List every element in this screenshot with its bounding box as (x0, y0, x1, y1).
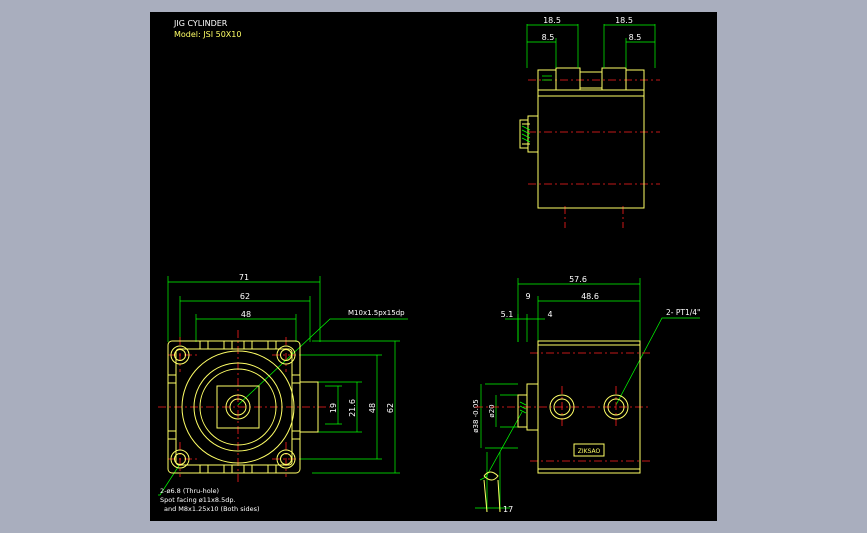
dim-4: 4 (547, 310, 552, 319)
dim-height-21-6: 21.6 (348, 399, 357, 417)
dim-overall-length: 57.6 (569, 275, 587, 284)
dim-overall-width: 71 (239, 273, 249, 282)
note-hole-3: and M8x1.25x10 (Both sides) (164, 505, 260, 513)
dim-top-left-total: 18.5 (543, 16, 561, 25)
note-rod-thread: M10x1.5px15dp (348, 309, 405, 317)
dim-top-right-total: 18.5 (615, 16, 633, 25)
dim-rod-dia: ø20 (488, 404, 496, 417)
top-view: 18.5 18.5 8.5 8.5 (519, 16, 660, 228)
note-hole-2: Spot facing ø11x8.5dp. (160, 496, 236, 504)
dim-spigot-dia: ø38 -0.05 (472, 399, 480, 433)
note-port: 2- PT1/4" (666, 308, 701, 317)
dim-top-left-inner: 8.5 (542, 33, 555, 42)
cad-drawing: JIG CYLINDER Model: JSI 50X10 (158, 16, 701, 514)
drawing-sheet: JIG CYLINDER Model: JSI 50X10 (150, 12, 717, 521)
dim-height-62: 62 (386, 403, 395, 413)
dim-5-1: 5.1 (501, 310, 514, 319)
dim-height-19: 19 (329, 403, 338, 413)
dim-inner-width: 48 (241, 310, 251, 319)
note-hole-1: 2-ø6.8 (Thru-hole) (160, 487, 219, 495)
dim-height-48: 48 (368, 403, 377, 413)
drawing-title: JIG CYLINDER (173, 19, 228, 28)
front-view: 71 62 48 19 21.6 48 62 M10x1.5px15dp 2-ø… (158, 273, 408, 513)
dim-body-length: 48.6 (581, 292, 599, 301)
model-label: Model: JSI 50X10 (174, 30, 241, 39)
dim-rod-extension: 17 (503, 505, 513, 514)
side-view: 57.6 9 48.6 5.1 4 ø38 -0.05 ø20 17 2- PT… (472, 275, 701, 514)
dim-hole-pitch-width: 62 (240, 292, 250, 301)
dim-flange: 9 (525, 292, 530, 301)
nameplate: ZIKSAO (578, 448, 601, 455)
dim-top-right-inner: 8.5 (629, 33, 642, 42)
